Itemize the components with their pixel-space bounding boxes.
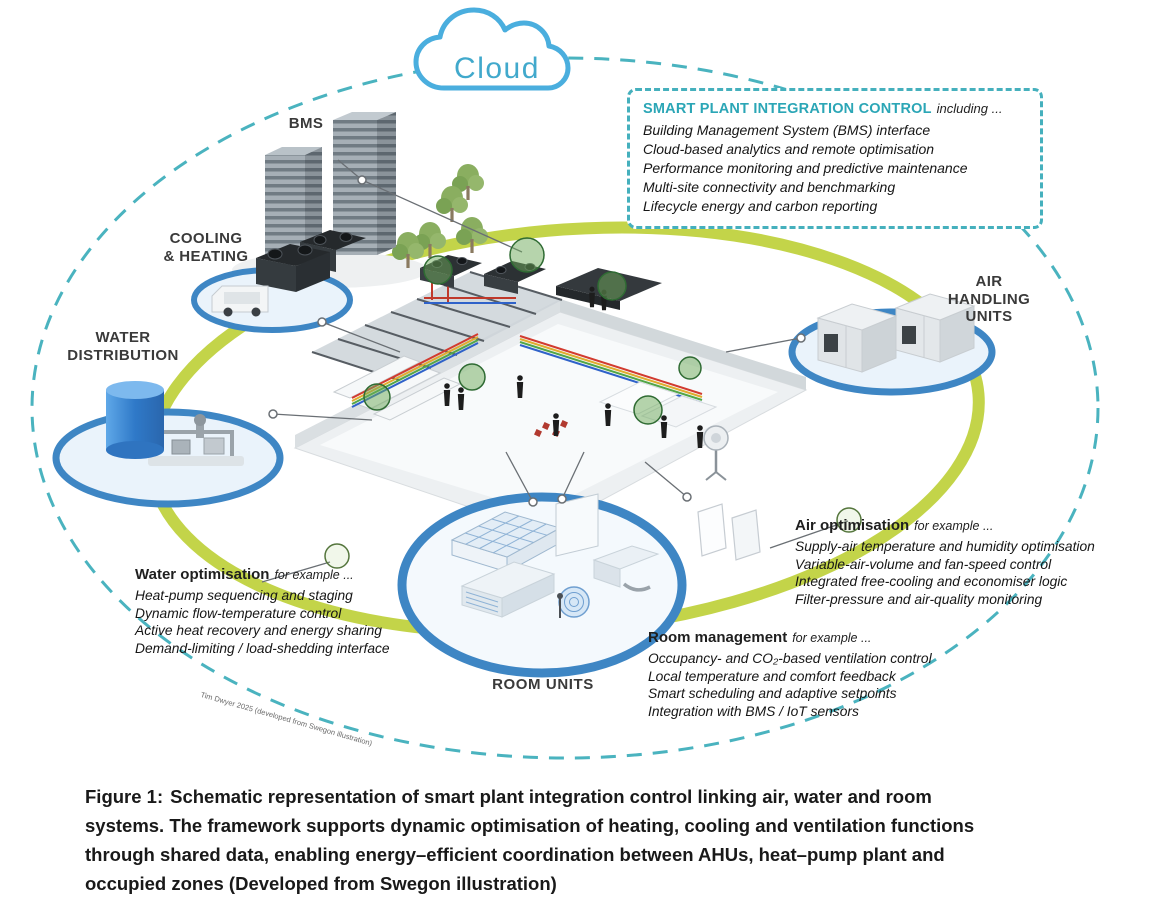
integration-item: Lifecycle energy and carbon reporting	[643, 198, 878, 214]
water-optimisation-items: Heat-pump sequencing and staging Dynamic…	[135, 587, 415, 657]
system-boundary-ellipse	[30, 56, 1100, 760]
air-optimisation-item: Supply-air temperature and humidity opti…	[795, 539, 1095, 554]
air-optimisation-item: Filter-pressure and air-quality monitori…	[795, 591, 1043, 607]
air-optimisation-suffix: for example ...	[914, 519, 994, 533]
room-management-items: Occupancy- and CO₂-based ventilation con…	[648, 650, 978, 720]
figure-caption-text: Schematic representation of smart plant …	[85, 786, 975, 894]
room-management-block: Room management for example ... Occupancy…	[648, 629, 978, 720]
air-optimisation-block: Air optimisation for example ... Supply-a…	[795, 517, 1125, 608]
round-diffuser-icon	[558, 586, 590, 618]
cloud-icon	[413, 7, 571, 91]
water-tank-icon	[106, 381, 164, 459]
small-room-unit-icon	[592, 545, 660, 592]
integration-item: Multi-site connectivity and benchmarking	[643, 179, 896, 195]
optimisation-marker-circles	[324, 507, 862, 569]
connector-nodes	[268, 175, 806, 507]
sensor-panel-icon	[697, 503, 727, 557]
room-management-item: Occupancy- and CO₂-based ventilation con…	[648, 651, 932, 666]
figure-caption: Figure 1:Schematic representation of sma…	[85, 783, 1007, 898]
stand-icon	[557, 593, 563, 618]
integration-item: Building Management System (BMS) interfa…	[643, 122, 931, 138]
air-optimisation-title: Air optimisation	[795, 517, 910, 534]
pumps-pipes-icon	[148, 414, 244, 466]
ceiling-cassette-icon	[450, 511, 562, 573]
pedestal-fan-icon	[703, 425, 729, 481]
room-management-title: Room management	[648, 629, 788, 646]
room-management-heading: Room management for example ...	[648, 629, 978, 647]
room-units-label: ROOM UNITS	[492, 676, 594, 693]
room-sensor-panels-illustration	[697, 425, 761, 561]
chiller-units-icon	[256, 230, 366, 292]
air-optimisation-items: Supply-air temperature and humidity opti…	[795, 538, 1125, 608]
ahu-illustration	[788, 293, 996, 396]
air-optimisation-item: Variable-air-volume and fan-speed contro…	[795, 556, 1052, 572]
room-management-suffix: for example ...	[792, 631, 872, 645]
room-management-item: Integration with BMS / IoT sensors	[648, 703, 859, 719]
water-optimisation-item: Active heat recovery and energy sharing	[135, 623, 382, 638]
integration-item: Cloud-based analytics and remote optimis…	[643, 141, 935, 157]
integration-box-title: SMART PLANT INTEGRATION CONTROL	[643, 101, 932, 117]
sensor-panel-icon	[731, 509, 761, 561]
ahu-box-icon	[816, 293, 976, 373]
diagram-artwork	[30, 7, 1100, 760]
building-illustration	[293, 255, 808, 533]
integration-item: Performance monitoring and predictive ma…	[643, 160, 968, 176]
smart-plant-integration-box: SMART PLANT INTEGRATION CONTROL including…	[627, 88, 1043, 229]
water-optimisation-item: Dynamic flow-temperature control	[135, 605, 342, 621]
room-units-illustration	[397, 492, 687, 678]
wall-panel-unit-icon	[555, 493, 599, 557]
cloud-label: Cloud	[454, 52, 540, 85]
figure-caption-label: Figure 1:	[85, 786, 164, 807]
integration-box-items: Building Management System (BMS) interfa…	[643, 121, 1027, 216]
water-optimisation-suffix: for example ...	[274, 568, 354, 582]
cooling-heating-plant-illustration	[191, 230, 366, 333]
room-management-item: Smart scheduling and adaptive setpoints	[648, 686, 897, 701]
air-optimisation-item: Integrated free-cooling and economiser l…	[795, 574, 1068, 589]
cooling-heating-label: COOLING & HEATING	[163, 230, 249, 265]
water-optimisation-item: Heat-pump sequencing and staging	[135, 588, 353, 603]
bms-label: BMS	[288, 115, 324, 132]
air-optimisation-heading: Air optimisation for example ...	[795, 517, 1125, 535]
water-distribution-label: WATER DISTRIBUTION	[67, 329, 179, 364]
water-distribution-illustration	[52, 381, 284, 508]
water-optimisation-heading: Water optimisation for example ...	[135, 566, 415, 584]
control-node-icons	[363, 237, 702, 425]
integration-box-heading: SMART PLANT INTEGRATION CONTROL including…	[643, 100, 1027, 118]
water-optimisation-title: Water optimisation	[135, 566, 270, 583]
fan-coil-unit-icon	[460, 561, 556, 618]
integration-box-suffix: including ...	[936, 101, 1003, 116]
room-management-item: Local temperature and comfort feedback	[648, 668, 896, 684]
water-optimisation-block: Water optimisation for example ... Heat-p…	[135, 566, 415, 657]
heat-pump-truck-icon	[211, 285, 269, 317]
water-optimisation-item: Demand-limiting / load-shedding interfac…	[135, 640, 390, 656]
air-handling-units-label: AIR HANDLING UNITS	[947, 273, 1031, 326]
